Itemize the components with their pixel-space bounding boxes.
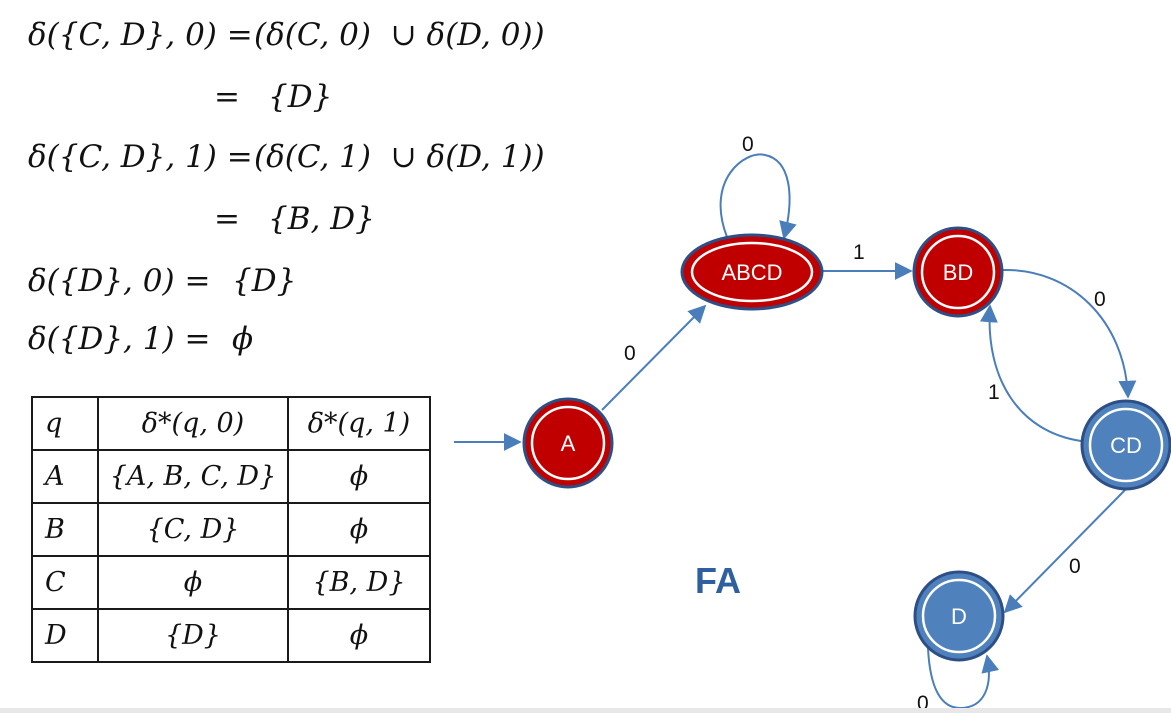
- state-bd-label: BD: [943, 260, 974, 285]
- eq1-rhs: (δ(C, 0) ∪ δ(D, 0)): [254, 17, 545, 53]
- state-bd: BD: [912, 226, 1004, 318]
- eq3-lhs: δ({C, D}, 1) =: [28, 139, 253, 175]
- table-cell: A: [31, 449, 99, 504]
- eq5-rhs: {D}: [232, 263, 297, 299]
- table-row: D {D} ϕ: [31, 608, 431, 663]
- table-cell: {B, D}: [287, 555, 431, 610]
- table-cell: {C, D}: [97, 502, 289, 557]
- eq2-lhs: =: [214, 79, 240, 115]
- state-d: D: [913, 570, 1005, 662]
- table-cell: ϕ: [97, 555, 289, 610]
- table-row: A {A, B, C, D} ϕ: [31, 449, 431, 504]
- table-header-row: q δ*(q, 0) δ*(q, 1): [31, 396, 431, 451]
- state-d-label: D: [951, 604, 967, 629]
- state-cd-label: CD: [1110, 433, 1142, 458]
- edge-abcd-self: [719, 153, 797, 240]
- table-cell: {A, B, C, D}: [97, 449, 289, 504]
- edge-cd-to-d: [1003, 489, 1126, 614]
- header-q: q: [31, 396, 99, 451]
- table-cell: B: [31, 502, 99, 557]
- state-cd: CD: [1080, 399, 1171, 491]
- eq1-lhs: δ({C, D}, 0) =: [28, 17, 253, 53]
- edge-a-to-abcd: [601, 304, 707, 411]
- label-d-self: 0: [917, 692, 929, 713]
- label-abcd-to-bd: 1: [853, 241, 865, 264]
- table-cell: D: [31, 608, 99, 663]
- table-row: B {C, D} ϕ: [31, 502, 431, 557]
- header-delta0: δ*(q, 0): [97, 396, 289, 451]
- eq5-lhs: δ({D}, 0) =: [28, 263, 211, 299]
- edge-cd-to-bd: [979, 304, 1082, 442]
- table-cell: ϕ: [287, 449, 431, 504]
- state-a: A: [522, 397, 614, 489]
- transition-table: q δ*(q, 0) δ*(q, 1) A {A, B, C, D} ϕ B {…: [31, 396, 431, 663]
- edge-d-self: [927, 647, 1000, 710]
- eq4-lhs: =: [214, 201, 240, 237]
- table-cell: {D}: [97, 608, 289, 663]
- state-a-label: A: [561, 431, 576, 456]
- label-bd-to-cd: 0: [1094, 288, 1106, 311]
- label-abcd-self: 0: [742, 133, 754, 156]
- fa-title: FA: [695, 560, 741, 601]
- edge-bd-to-cd: [1001, 268, 1137, 399]
- label-a-to-abcd: 0: [624, 342, 636, 365]
- header-delta1: δ*(q, 1): [287, 396, 431, 451]
- state-abcd-label: ABCD: [721, 260, 782, 285]
- eq2-rhs: {D}: [268, 79, 333, 115]
- table-cell: ϕ: [287, 608, 431, 663]
- eq4-rhs: {B, D}: [268, 201, 375, 237]
- bottom-strip: [0, 708, 1171, 713]
- table-cell: ϕ: [287, 502, 431, 557]
- table-cell: C: [31, 555, 99, 610]
- label-cd-to-d: 0: [1069, 555, 1081, 578]
- label-cd-to-bd: 1: [988, 381, 1000, 404]
- eq3-rhs: (δ(C, 1) ∪ δ(D, 1)): [254, 139, 545, 175]
- eq6-rhs: ϕ: [232, 321, 254, 357]
- table-row: C ϕ {B, D}: [31, 555, 431, 610]
- state-abcd: ABCD: [680, 233, 824, 311]
- eq6-lhs: δ({D}, 1) =: [28, 321, 211, 357]
